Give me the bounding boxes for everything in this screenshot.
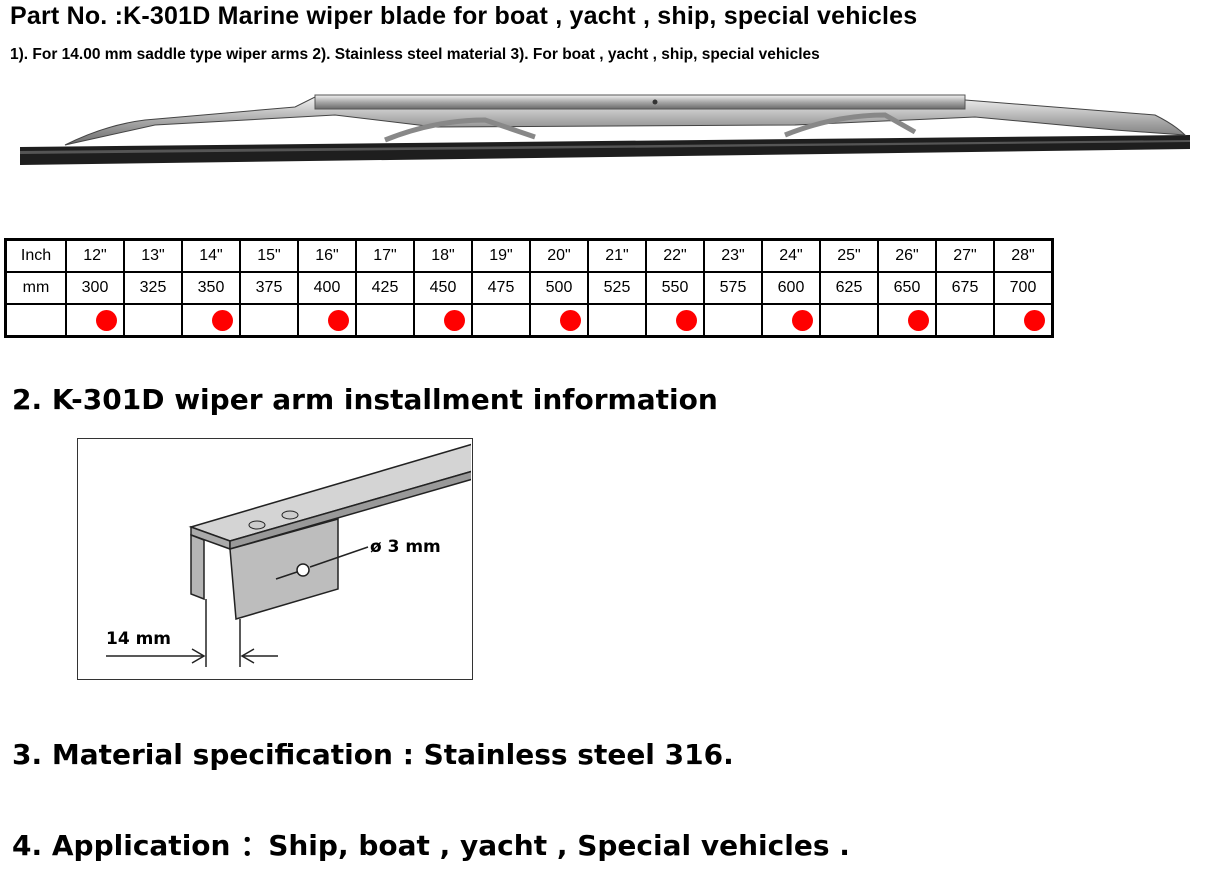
inch-cell: 28" xyxy=(993,238,1054,273)
available-dot-icon xyxy=(443,309,465,331)
row-label-empty xyxy=(4,303,67,338)
availability-cell xyxy=(935,303,995,338)
available-dot-icon xyxy=(211,309,233,331)
available-dot-icon xyxy=(675,309,697,331)
availability-cell xyxy=(297,303,357,338)
inch-cell: 24" xyxy=(761,238,821,273)
inch-cell: 14" xyxy=(181,238,241,273)
arm-width-label: 14 mm xyxy=(106,629,171,649)
availability-cell xyxy=(819,303,879,338)
mm-cell: 575 xyxy=(703,271,763,305)
mm-cell: 375 xyxy=(239,271,299,305)
mm-cell: 425 xyxy=(355,271,415,305)
availability-cell xyxy=(587,303,647,338)
available-dot-icon xyxy=(1023,309,1045,331)
mm-cell: 400 xyxy=(297,271,357,305)
mm-cell: 300 xyxy=(65,271,125,305)
hole-diameter-label: ø 3 mm xyxy=(370,537,441,557)
availability-cell xyxy=(355,303,415,338)
mm-cell: 675 xyxy=(935,271,995,305)
inch-cell: 19" xyxy=(471,238,531,273)
mm-cell: 450 xyxy=(413,271,473,305)
section-application-heading: 4. Application ：Ship, boat , yacht , Spe… xyxy=(12,829,850,862)
availability-cell xyxy=(65,303,125,338)
inch-cell: 12" xyxy=(65,238,125,273)
inch-cell: 25" xyxy=(819,238,879,273)
mm-cell: 550 xyxy=(645,271,705,305)
row-label-mm: mm xyxy=(4,271,67,305)
wiper-arm-diagram: ø 3 mm 14 mm xyxy=(77,438,474,680)
mm-cell: 600 xyxy=(761,271,821,305)
availability-cell xyxy=(529,303,589,338)
inch-cell: 21" xyxy=(587,238,647,273)
table-row-availability xyxy=(4,303,1054,338)
inch-cell: 22" xyxy=(645,238,705,273)
available-dot-icon xyxy=(791,309,813,331)
inch-cell: 27" xyxy=(935,238,995,273)
mm-cell: 475 xyxy=(471,271,531,305)
inch-cell: 20" xyxy=(529,238,589,273)
availability-cell xyxy=(993,303,1054,338)
mm-cell: 525 xyxy=(587,271,647,305)
available-dot-icon xyxy=(907,309,929,331)
inch-cell: 18" xyxy=(413,238,473,273)
availability-cell xyxy=(703,303,763,338)
availability-cell xyxy=(877,303,937,338)
inch-cell: 15" xyxy=(239,238,299,273)
feature-list: 1). For 14.00 mm saddle type wiper arms … xyxy=(10,46,820,63)
available-dot-icon xyxy=(327,309,349,331)
mm-cell: 350 xyxy=(181,271,241,305)
inch-cell: 26" xyxy=(877,238,937,273)
available-dot-icon xyxy=(559,309,581,331)
mm-cell: 500 xyxy=(529,271,589,305)
mm-cell: 625 xyxy=(819,271,879,305)
mm-cell: 700 xyxy=(993,271,1054,305)
section-installment-heading: 2. K-301D wiper arm installment informat… xyxy=(12,383,718,416)
availability-cell xyxy=(471,303,531,338)
availability-cell xyxy=(413,303,473,338)
section-material-heading: 3. Material specification : Stainless st… xyxy=(12,738,734,771)
available-dot-icon xyxy=(95,309,117,331)
availability-cell xyxy=(645,303,705,338)
availability-cell xyxy=(181,303,241,338)
mm-cell: 650 xyxy=(877,271,937,305)
inch-cell: 13" xyxy=(123,238,183,273)
inch-cell: 23" xyxy=(703,238,763,273)
row-label-inch: Inch xyxy=(4,238,67,273)
wiper-blade-image xyxy=(20,94,1190,165)
availability-cell xyxy=(239,303,299,338)
inch-cell: 17" xyxy=(355,238,415,273)
availability-cell xyxy=(761,303,821,338)
saddle-arm-illustration: ø 3 mm 14 mm xyxy=(106,442,474,667)
availability-cell xyxy=(123,303,183,338)
mm-cell: 325 xyxy=(123,271,183,305)
page-title: Part No. :K-301D Marine wiper blade for … xyxy=(10,2,918,30)
inch-cell: 16" xyxy=(297,238,357,273)
